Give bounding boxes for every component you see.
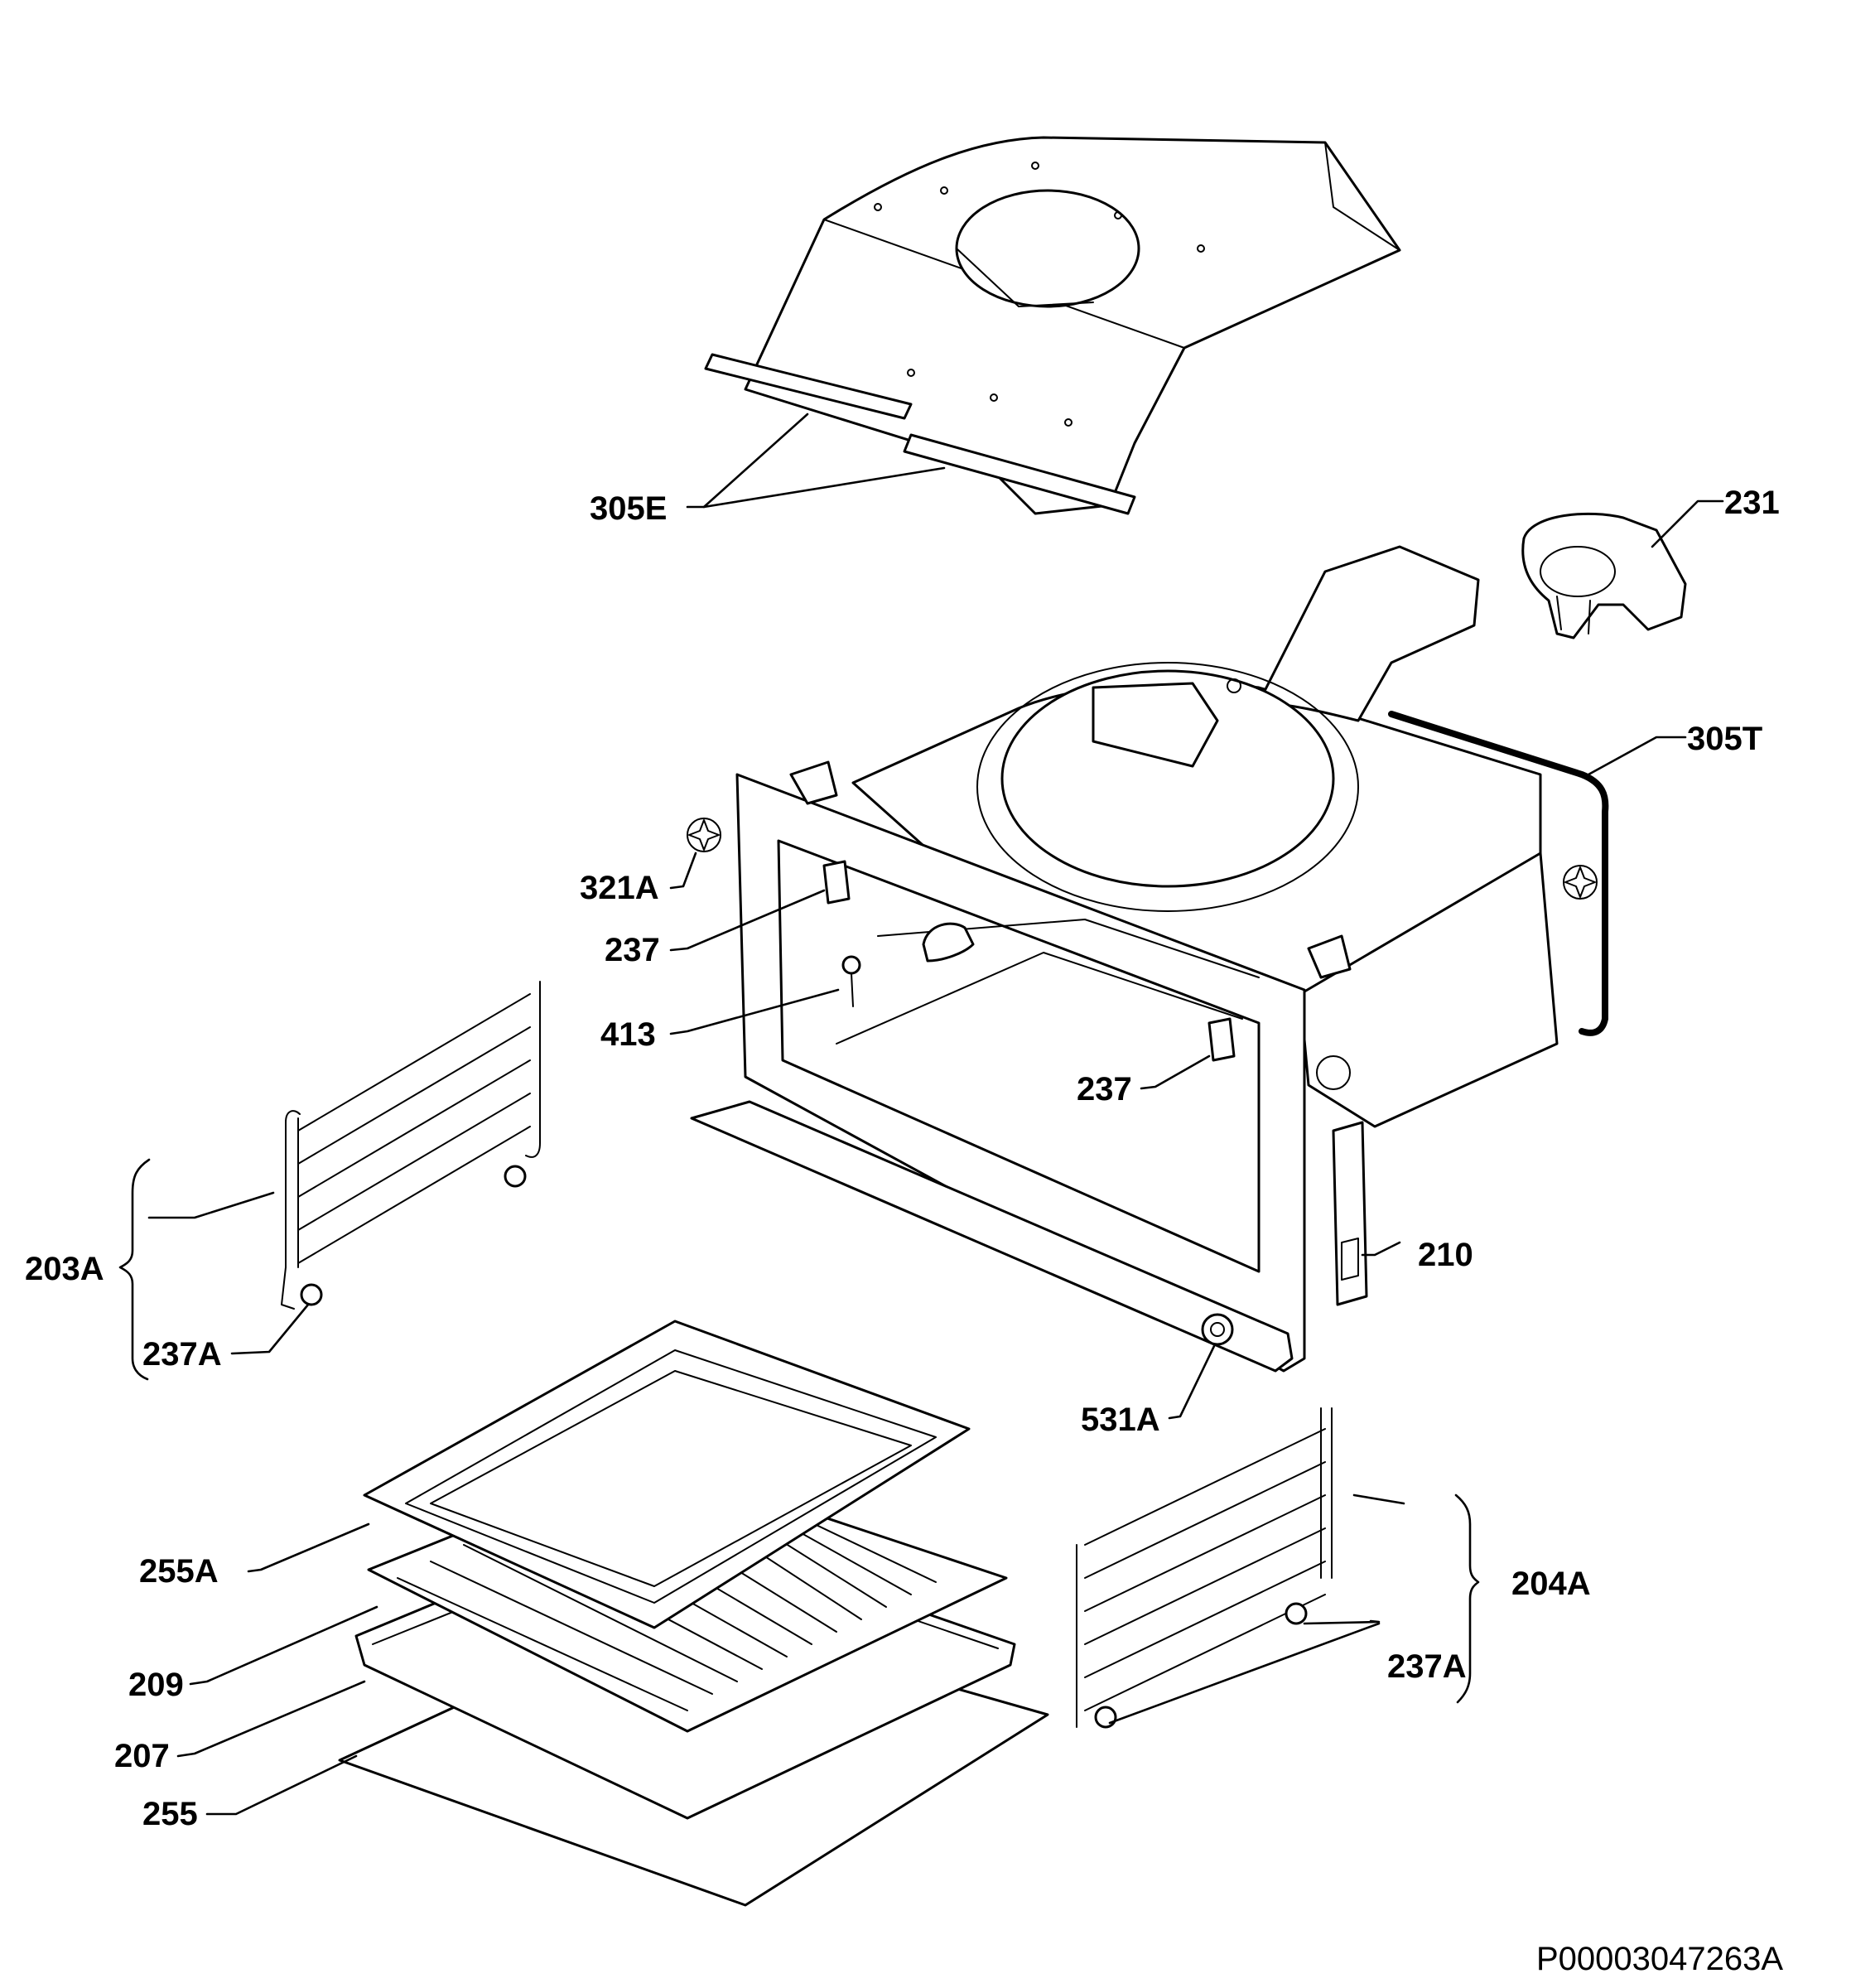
fixing-cap-321A-side [1316,1055,1351,1090]
fixing-cap-321A-right [1563,865,1598,900]
rail-305E-left [704,353,913,420]
shelf-runner-203A [281,981,541,1310]
hinge-receiver-210 [1332,1121,1368,1306]
rail-305E-right [903,433,1136,515]
label-231: 231 [1724,485,1780,521]
shelf-clip-237-right [1207,1017,1236,1062]
label-237A-left: 237A [142,1336,222,1373]
enamel-tray-255A [363,1320,971,1629]
label-210: 210 [1418,1237,1473,1273]
part-labels: 305E 231 305T 321A 237 413 237 203A 237A… [25,485,1780,1832]
deflector-cover-305E [744,136,1401,515]
label-321A: 321A [580,870,659,906]
label-204A: 204A [1511,1566,1591,1602]
label-255: 255 [142,1796,198,1832]
label-305E: 305E [590,490,667,527]
fixing-cap-321A [687,818,721,852]
label-237-lower: 237 [1077,1071,1132,1107]
shelf-runner-204A [1076,1407,1333,1729]
leader-lines [118,413,1724,1816]
fan-motor-cup-231 [1521,512,1687,639]
label-255A: 255A [139,1553,219,1590]
label-237A-right: 237A [1387,1648,1467,1685]
lamp-pin-413 [841,955,861,1007]
oven-cavity [690,545,1609,1373]
label-531A: 531A [1081,1402,1160,1438]
label-305T: 305T [1687,721,1762,757]
label-203A: 203A [25,1251,104,1287]
label-209: 209 [128,1667,184,1703]
label-413: 413 [600,1016,656,1053]
label-237-upper: 237 [605,932,660,968]
label-207: 207 [114,1738,170,1774]
fixing-knob-531A [1201,1313,1234,1346]
shelf-clip-237-left [822,860,851,905]
reference-code: P00003047263A [1536,1941,1783,1977]
